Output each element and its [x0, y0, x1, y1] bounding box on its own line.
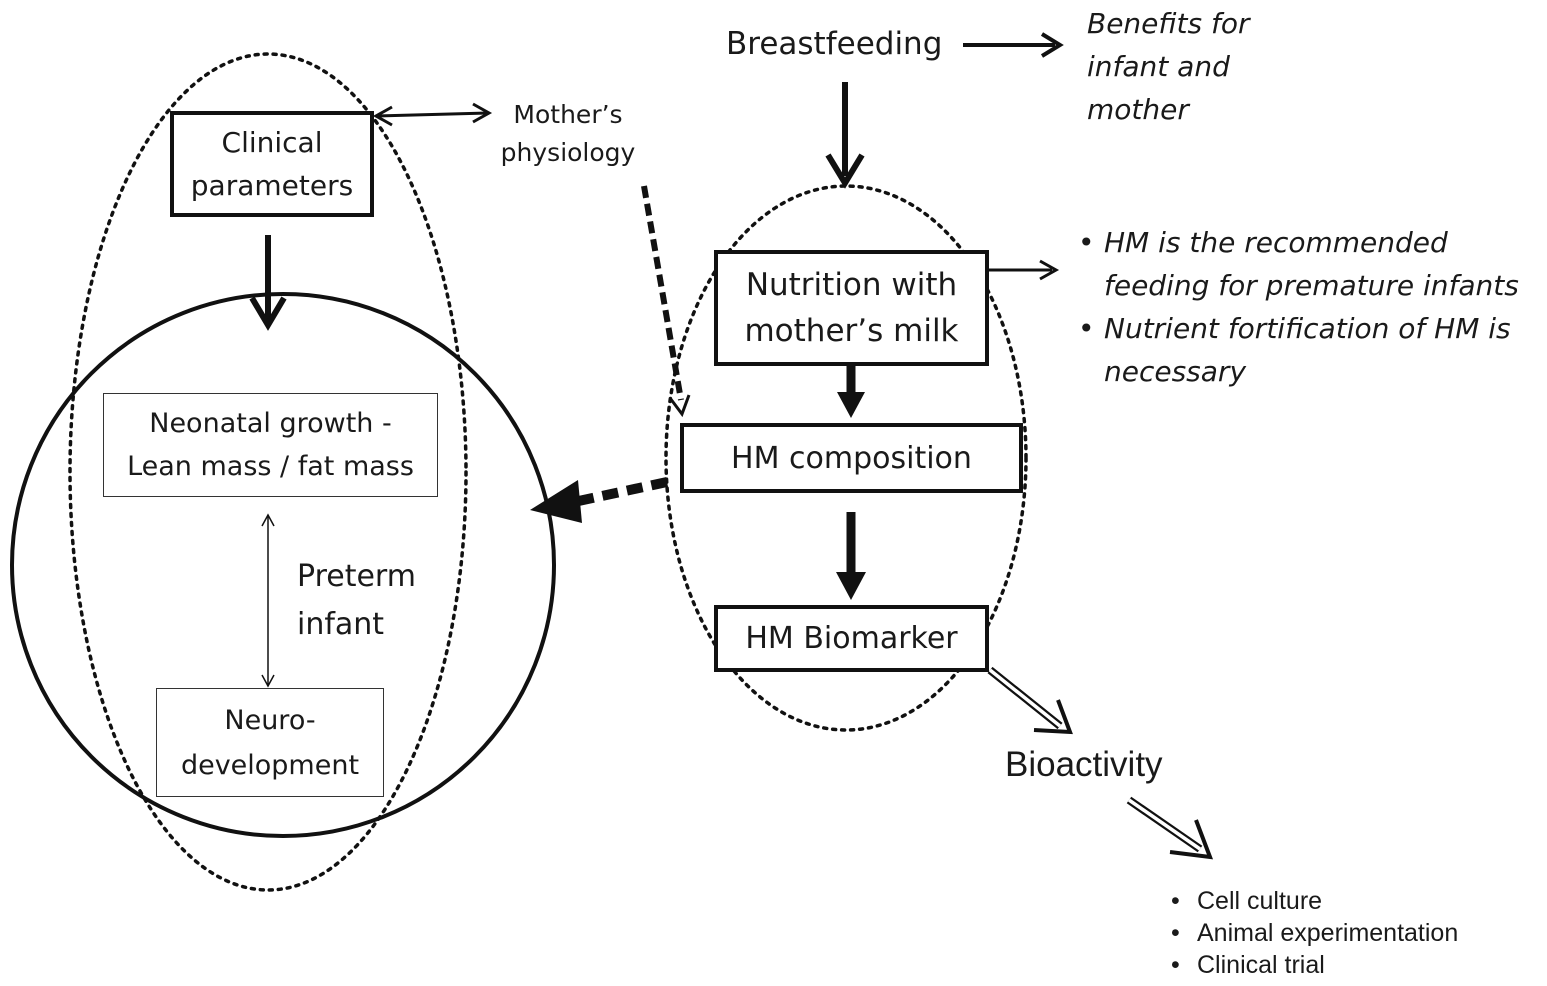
neuro-line-1: Neuro- — [224, 704, 316, 736]
arrow-growth-neuro — [261, 513, 275, 688]
bioactivity-methods-list: Cell culture Animal experimentation Clin… — [1171, 885, 1458, 981]
hm-note-2-line-1: Nutrient fortification of HM is — [1104, 312, 1511, 345]
nutrition-line-1: Nutrition with — [745, 267, 958, 303]
arrow-breastfeeding-down — [825, 82, 865, 189]
clinical-line-2: parameters — [190, 169, 354, 202]
arrow-composition-to-biomarker — [836, 512, 866, 600]
hm-note-1-line-2: feeding for premature infants — [1104, 269, 1519, 302]
arrow-nutrition-to-composition — [837, 366, 865, 418]
hm-biomarker-label: HM Biomarker — [745, 621, 958, 656]
hm-notes-list: HM is the recommended feeding for premat… — [1078, 221, 1519, 393]
clinical-parameters-box: Clinical parameters — [170, 111, 374, 217]
neurodevelopment-box: Neuro- development — [156, 688, 384, 797]
arrow-composition-to-infant — [530, 477, 669, 523]
infant-dotted-ellipse — [68, 52, 468, 892]
nutrition-box: Nutrition with mother’s milk — [714, 250, 989, 366]
arrow-bioactivity-to-methods — [1126, 796, 1214, 860]
benefits-line-1: Benefits for — [1087, 7, 1250, 40]
arrow-clinical-physiology — [372, 102, 493, 127]
benefits-line-2: infant and — [1087, 50, 1230, 83]
hm-note-2-line-2: necessary — [1104, 355, 1247, 388]
method-item: Animal experimentation — [1171, 917, 1458, 949]
hm-note-item: Nutrient fortification of HM is necessar… — [1078, 307, 1519, 393]
benefits-label: Benefits for infant and mother — [1087, 2, 1249, 131]
physiology-line-1: Mother’s — [513, 100, 623, 129]
preterm-line-1: Preterm — [297, 559, 416, 594]
mothers-physiology-label: Mother’s physiology — [496, 96, 640, 172]
arrow-physiology-to-composition — [641, 185, 691, 418]
method-item: Clinical trial — [1171, 949, 1458, 981]
hm-note-item: HM is the recommended feeding for premat… — [1078, 221, 1519, 307]
hm-note-1-line-1: HM is the recommended — [1104, 226, 1448, 259]
growth-line-2: Lean mass / fat mass — [127, 451, 414, 482]
neonatal-growth-box: Neonatal growth - Lean mass / fat mass — [103, 393, 438, 497]
arrow-nutrition-to-notes — [989, 259, 1060, 281]
arrow-clinical-down — [249, 235, 287, 331]
hm-biomarker-box: HM Biomarker — [714, 605, 989, 672]
breastfeeding-label: Breastfeeding — [726, 26, 943, 62]
nutrition-line-2: mother’s milk — [744, 313, 959, 349]
physiology-line-2: physiology — [500, 138, 636, 167]
arrow-biomarker-to-bioactivity — [987, 666, 1073, 735]
benefits-line-3: mother — [1087, 93, 1189, 126]
method-item: Cell culture — [1171, 885, 1458, 917]
bioactivity-label: Bioactivity — [1005, 745, 1163, 784]
preterm-line-2: infant — [297, 607, 385, 642]
preterm-infant-label: Preterm infant — [297, 553, 416, 649]
neuro-line-2: development — [180, 749, 360, 781]
hm-composition-box: HM composition — [680, 423, 1023, 493]
growth-line-1: Neonatal growth - — [149, 408, 392, 439]
arrow-breastfeeding-to-benefits — [963, 32, 1064, 58]
preterm-infant-circle — [10, 292, 556, 838]
clinical-line-1: Clinical — [221, 126, 323, 159]
hm-composition-label: HM composition — [731, 440, 972, 476]
